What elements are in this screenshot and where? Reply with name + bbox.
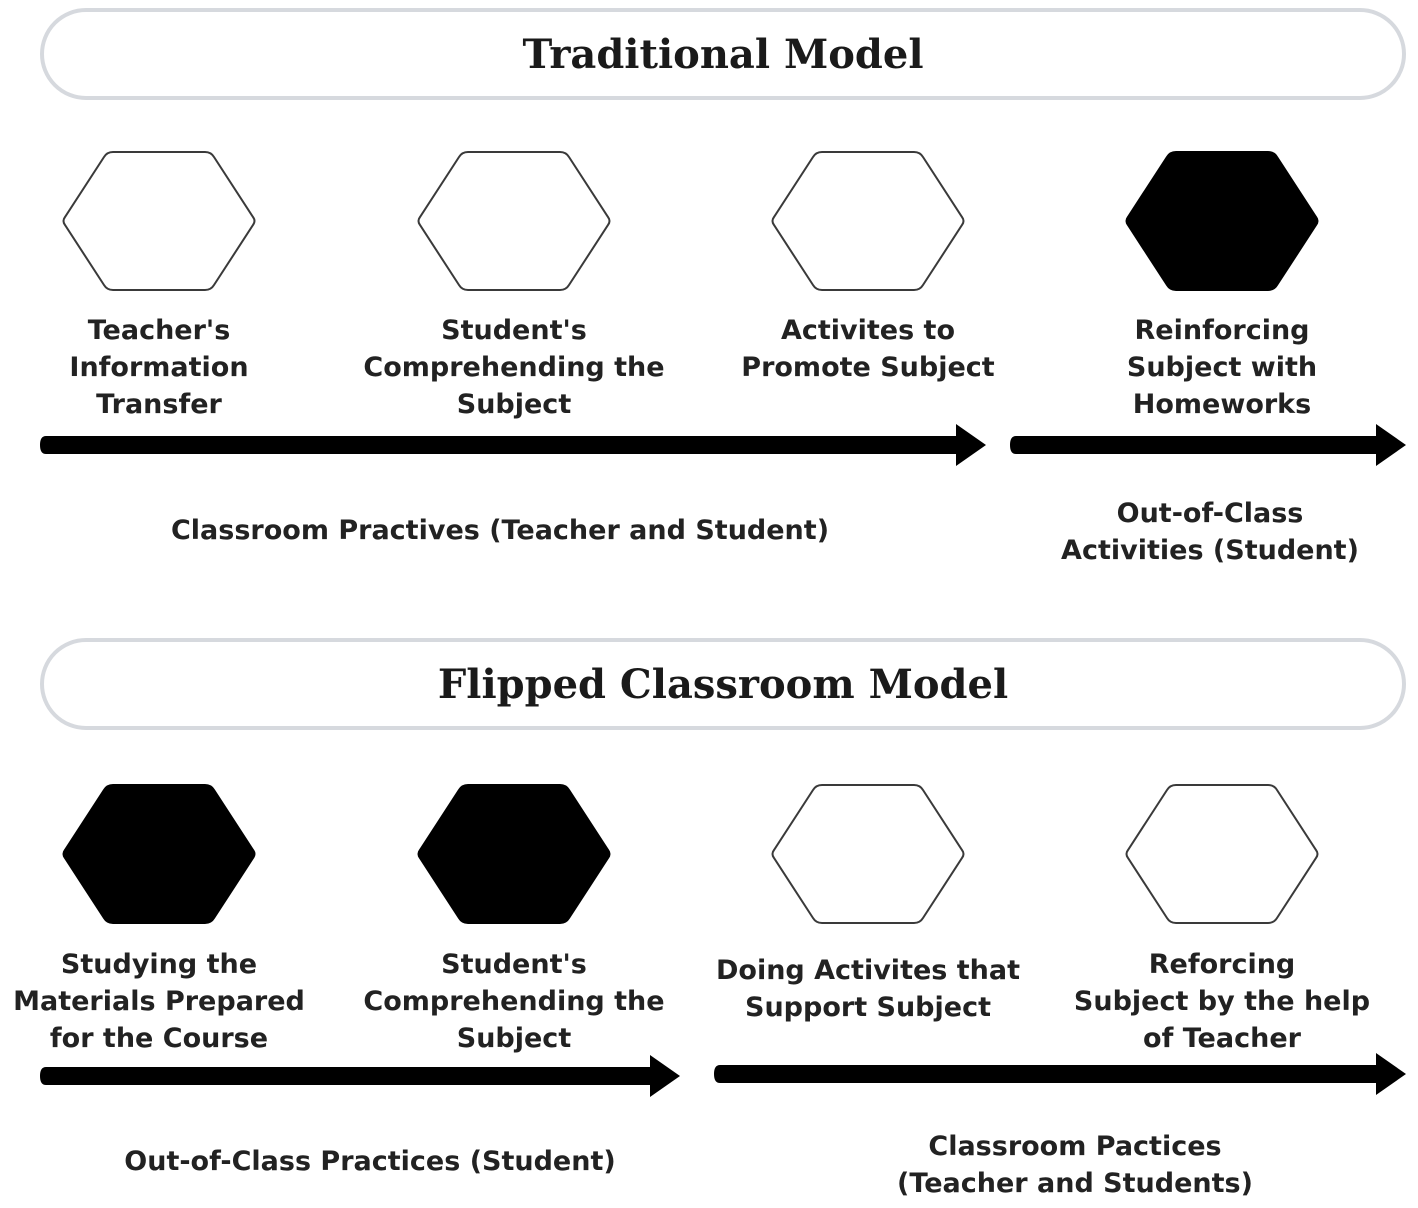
- label-line: (Teacher and Students): [897, 1168, 1253, 1199]
- traditional-classroom-phase-label: Classroom Practives (Teacher and Student…: [100, 512, 900, 549]
- traditional-step-2-hexagon: [417, 151, 611, 291]
- flipped-out-of-class-phase-label: Out-of-Class Practices (Student): [60, 1143, 680, 1180]
- traditional-step-3-hexagon: [771, 151, 965, 291]
- label-line: Activities (Student): [1061, 535, 1359, 566]
- traditional-step-3-label: Activites to Promote Subject: [708, 312, 1028, 386]
- flipped-model-title: Flipped Classroom Model: [437, 660, 1009, 708]
- label-line: Homeworks: [1132, 389, 1312, 420]
- label-line: Classroom Practives (Teacher and Student…: [170, 515, 830, 546]
- label-line: Student's: [441, 949, 587, 980]
- label-line: Studying the: [60, 949, 258, 980]
- flipped-step-1-hexagon: [62, 784, 256, 924]
- label-line: Teacher's: [87, 315, 231, 346]
- label-line: Subject with: [1126, 352, 1318, 383]
- label-line: Comprehending the: [363, 986, 665, 1017]
- label-line: Information: [69, 352, 249, 383]
- label-line: of Teacher: [1143, 1023, 1301, 1054]
- label-line: Comprehending the: [363, 352, 665, 383]
- label-line: Transfer: [96, 389, 222, 420]
- traditional-model-banner: Traditional Model: [40, 8, 1406, 100]
- label-line: Out-of-Class Practices (Student): [124, 1146, 616, 1177]
- traditional-step-1-hexagon: [62, 151, 256, 291]
- label-line: Reforcing: [1148, 949, 1296, 980]
- flipped-step-3-hexagon: [771, 784, 965, 924]
- traditional-out-of-class-arrow: [1010, 424, 1406, 466]
- label-line: Promote Subject: [741, 352, 995, 383]
- label-line: Subject: [456, 1023, 572, 1054]
- label-line: Support Subject: [745, 992, 991, 1023]
- label-line: Materials Prepared: [13, 986, 305, 1017]
- flipped-step-4-hexagon: [1125, 784, 1319, 924]
- flipped-classroom-phase-label: Classroom Pactices (Teacher and Students): [840, 1128, 1310, 1202]
- label-line: Activites to: [780, 315, 956, 346]
- label-line: Student's: [441, 315, 587, 346]
- label-line: Reinforcing: [1134, 315, 1310, 346]
- traditional-classroom-arrow: [40, 424, 986, 466]
- flipped-step-2-hexagon: [417, 784, 611, 924]
- label-line: for the Course: [49, 1023, 269, 1054]
- label-line: Subject by the help: [1073, 986, 1371, 1017]
- flipped-model-banner: Flipped Classroom Model: [40, 638, 1406, 730]
- label-line: Out-of-Class: [1116, 498, 1304, 529]
- traditional-model-title: Traditional Model: [522, 30, 924, 78]
- flipped-classroom-arrow: [714, 1053, 1406, 1095]
- flipped-out-of-class-arrow: [40, 1055, 680, 1097]
- traditional-step-4-hexagon: [1125, 151, 1319, 291]
- label-line: Subject: [456, 389, 572, 420]
- label-line: Doing Activites that: [715, 955, 1021, 986]
- label-line: Classroom Pactices: [928, 1131, 1222, 1162]
